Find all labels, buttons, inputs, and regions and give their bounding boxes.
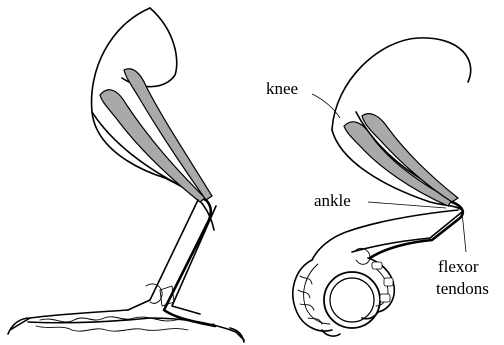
right-body-contour	[332, 38, 471, 130]
right-shin-top	[312, 210, 458, 260]
knee-label: knee	[266, 79, 298, 98]
right-toe-scale-c	[380, 294, 390, 302]
left-shin-front	[128, 200, 198, 310]
right-toe-scale-a	[372, 262, 382, 269]
right-muscle-outer	[344, 122, 452, 206]
right-toe-scale-b	[384, 278, 393, 286]
right-toes-scales	[298, 276, 322, 324]
left-toe-scales-2	[36, 326, 188, 331]
flexor-label: flexor	[438, 257, 479, 276]
flexor-leader-line	[462, 212, 466, 252]
extended-leg	[8, 8, 244, 342]
perch-rod-inner	[330, 278, 374, 322]
tendons-label: tendons	[436, 279, 489, 298]
left-foot-top	[10, 310, 128, 330]
left-shin-back	[172, 206, 216, 314]
right-shin-bottom	[352, 212, 462, 252]
ankle-label: ankle	[314, 191, 351, 210]
